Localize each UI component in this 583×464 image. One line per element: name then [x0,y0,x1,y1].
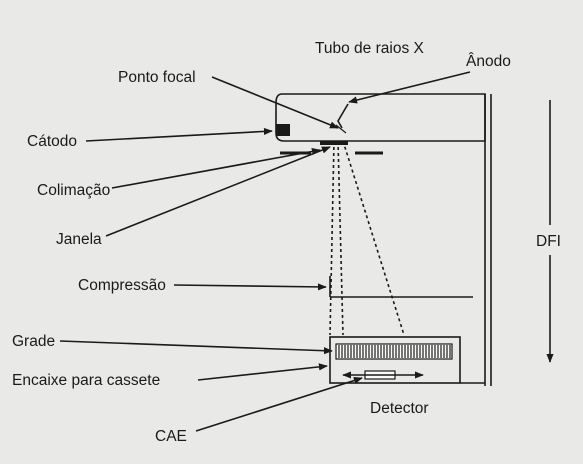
grid-leader [59,340,333,355]
cathode-block [276,124,290,136]
window-leader [105,146,331,237]
aec-label: CAE [155,428,187,445]
collimation-leader [111,147,321,189]
grid-lines [338,345,451,358]
tube-housing [275,93,486,142]
focal-spot-label: Ponto focal [118,69,196,86]
compression-label: Compressão [78,277,166,294]
cathode-label: Cátodo [27,133,77,150]
cathode-leader [85,127,273,142]
aec-leader [195,377,363,432]
grid-label: Grade [12,333,55,350]
beam-right [342,140,405,336]
anode-label: Ânodo [466,53,511,70]
collimation-label: Colimação [37,182,110,199]
cassette-holder-leader [197,363,328,381]
dfi-label: DFI [536,233,561,250]
anode-leader [348,71,471,104]
xray-tube-label: Tubo de raios X [315,40,425,57]
compression-leader [173,283,327,291]
detector-label: Detector [370,400,429,417]
focal-spot-leader [211,76,339,129]
cassette-holder [329,336,461,384]
beam-left [329,140,335,336]
window-label: Janela [56,231,102,248]
beam-center [337,140,344,336]
cassette-holder-label: Encaixe para cassete [12,372,160,389]
anode-shape [337,103,349,129]
